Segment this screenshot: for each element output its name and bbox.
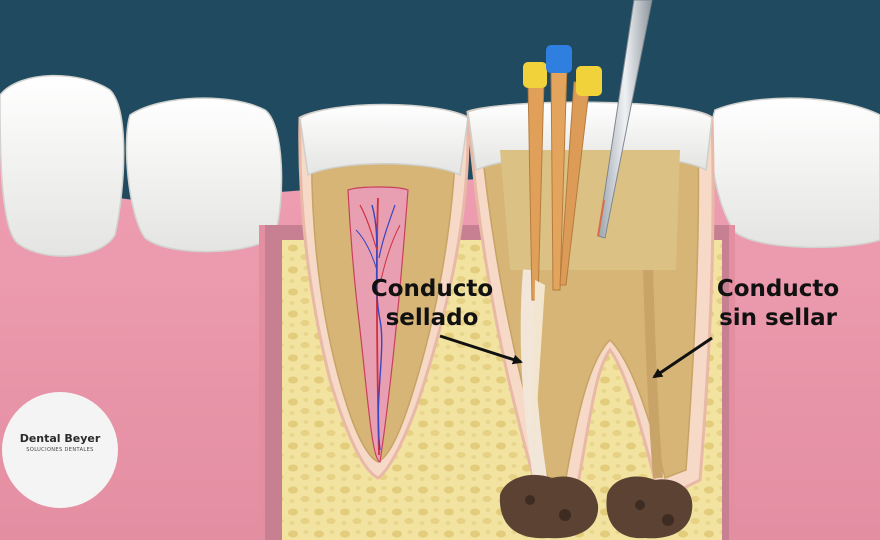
background-teeth — [0, 74, 880, 257]
logo-title: Dental Beyer — [19, 432, 101, 445]
logo-subtitle: SOLUCIONES DENTALES — [26, 447, 94, 453]
label-sealed-line-2: sellado — [385, 305, 479, 331]
arrow-icon — [652, 336, 713, 379]
label-sealed-line-1: Conducto — [370, 276, 494, 302]
label-unsealed-canal: Conducto sin sellar — [698, 275, 858, 333]
label-unsealed-line-2: sin sellar — [719, 305, 837, 331]
label-unsealed-line-1: Conducto — [716, 276, 840, 302]
blue-cap — [546, 45, 572, 73]
label-sealed-canal: Conducto sellado — [352, 275, 512, 333]
endodontic-instrument — [597, 0, 653, 239]
gutta-percha-points — [523, 45, 602, 470]
yellow-cap-1 — [523, 62, 547, 88]
logo: Dental Beyer SOLUCIONES DENTALES — [2, 392, 118, 508]
arrow-icon — [439, 334, 523, 365]
healthy-tooth — [298, 103, 470, 480]
yellow-cap-2 — [576, 66, 602, 96]
